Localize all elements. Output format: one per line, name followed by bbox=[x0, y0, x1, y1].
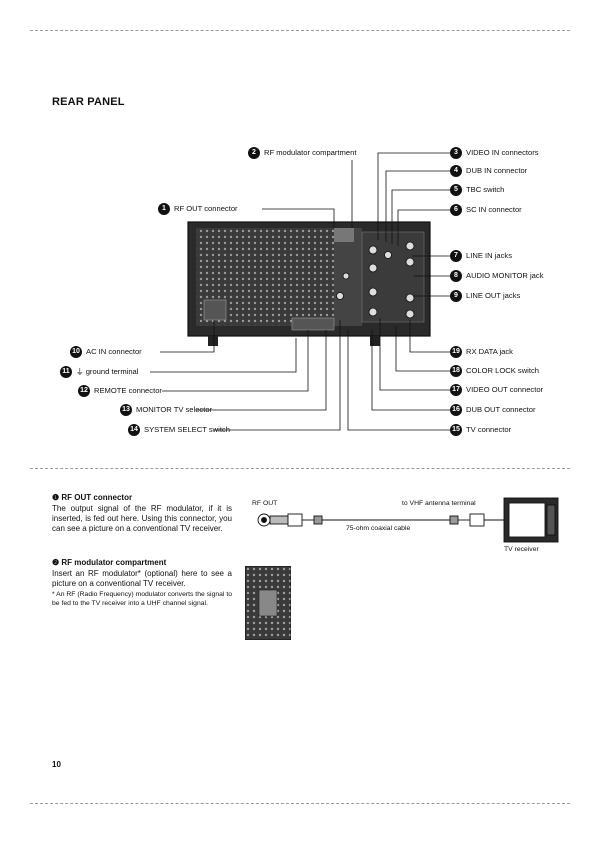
desc-rf-out-heading: ❶ RF OUT connector bbox=[52, 493, 133, 502]
rf-connection-diagram bbox=[257, 497, 559, 543]
section-title: REAR PANEL bbox=[52, 96, 125, 108]
vhf-terminal-caption: to VHF antenna terminal bbox=[402, 500, 476, 507]
desc-rf-modulator-heading: ❷ RF modulator compartment bbox=[52, 558, 167, 567]
section-rule bbox=[30, 468, 570, 469]
page-number: 10 bbox=[52, 760, 61, 769]
callout-ground-terminal: 11⏚ ground terminal bbox=[60, 366, 138, 378]
tv-receiver-caption: TV receiver bbox=[504, 546, 539, 553]
bottom-rule bbox=[30, 803, 570, 804]
top-rule bbox=[30, 30, 570, 31]
rf-out-caption: RF OUT bbox=[252, 500, 278, 507]
vcr-rear-chassis bbox=[187, 221, 431, 346]
rear-panel-diagram bbox=[150, 152, 450, 431]
desc-rf-out-text: The output signal of the RF modulator, i… bbox=[52, 504, 232, 533]
desc-rf-modulator-note: * An RF (Radio Frequency) modulator conv… bbox=[52, 591, 232, 607]
rf-modulator-compartment-image bbox=[245, 566, 291, 640]
desc-rf-out: ❶ RF OUT connector The output signal of … bbox=[52, 493, 232, 534]
coaxial-cable-caption: 75-ohm coaxial cable bbox=[346, 525, 411, 532]
desc-rf-modulator: ❷ RF modulator compartment Insert an RF … bbox=[52, 558, 232, 608]
desc-rf-modulator-text: Insert an RF modulator* (optional) here … bbox=[52, 569, 232, 588]
